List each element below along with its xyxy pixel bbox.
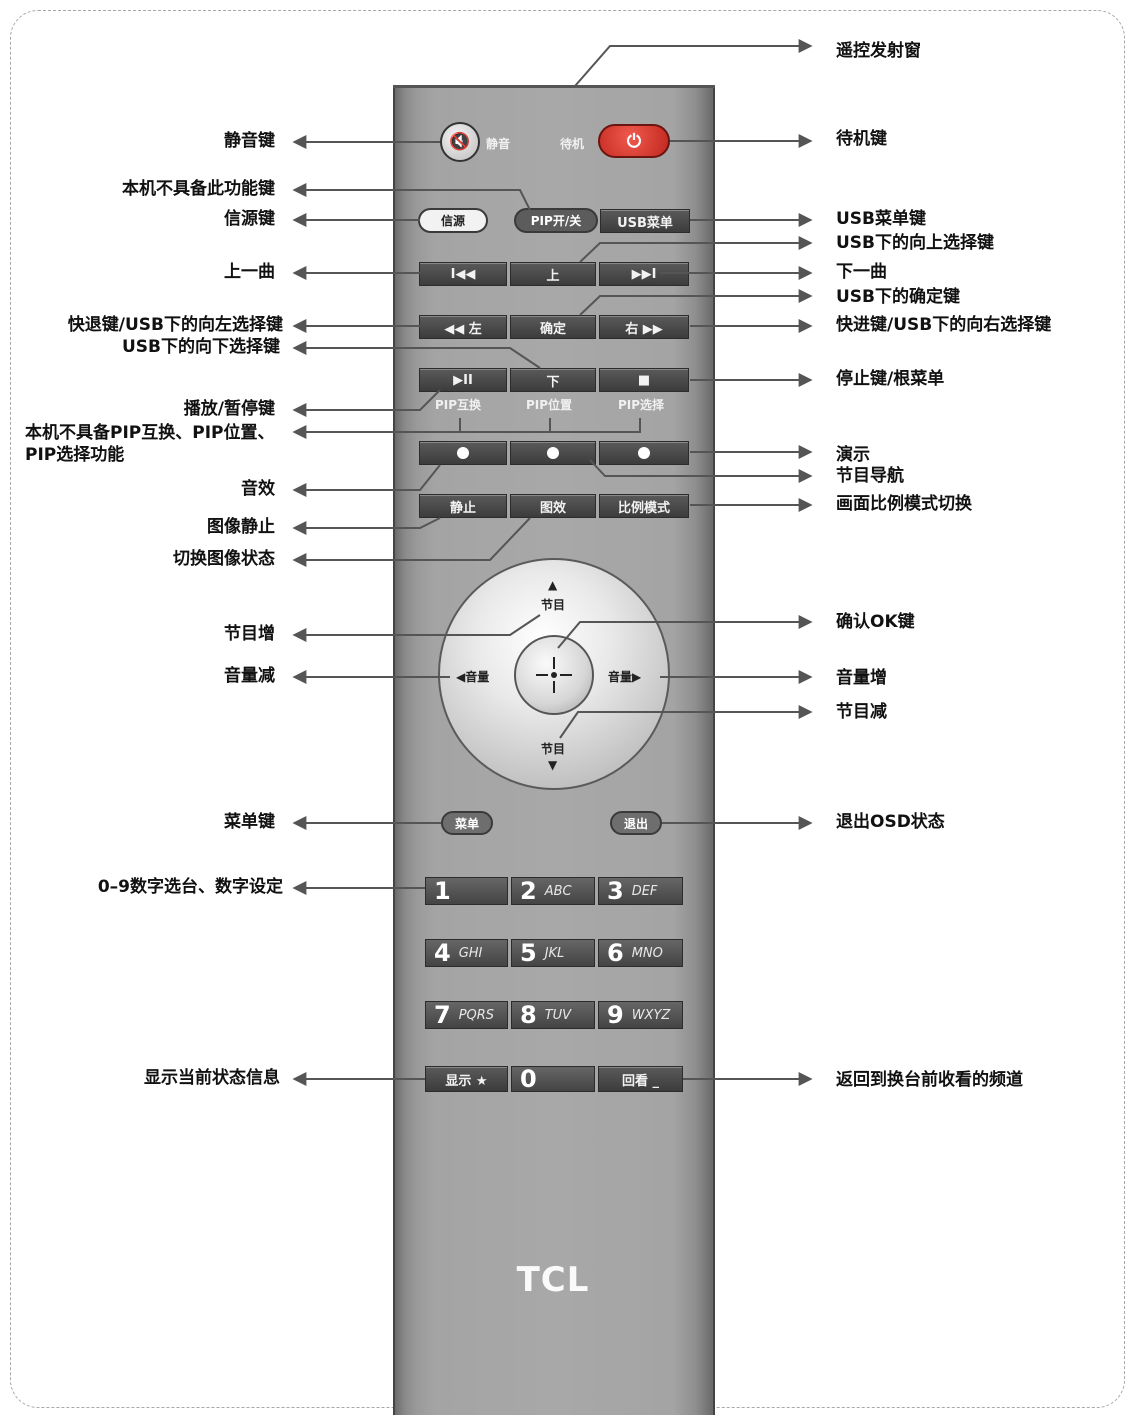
pip-position-label: PIP位置 [526, 398, 573, 412]
label-exit-osd: 退出OSD状态 [836, 812, 945, 832]
picture-mode-button[interactable]: 图效 [510, 494, 596, 518]
volume-down-label: ◀音量 [456, 670, 490, 684]
label-channel-down: 节目减 [836, 702, 887, 722]
label-mute: 静音键 [224, 131, 275, 151]
label-usb-ok: USB下的确定键 [836, 287, 961, 307]
volume-up-label: 音量▶ [608, 670, 642, 684]
crosshair-icon [536, 657, 572, 693]
next-track-button[interactable]: ▶▶I [599, 262, 689, 286]
down-button[interactable]: 下 [510, 368, 596, 392]
usb-menu-button[interactable]: USB菜单 [600, 209, 690, 233]
sound-effect-button[interactable] [419, 441, 507, 465]
usb-ok-button[interactable]: 确定 [510, 315, 596, 339]
label-demo: 演示 [836, 445, 870, 465]
label-epg: 节目导航 [836, 466, 904, 486]
label-source: 信源键 [224, 209, 275, 229]
label-usb-menu: USB菜单键 [836, 209, 927, 229]
speaker-mute-icon: 🔇 [449, 132, 471, 152]
label-ok: 确认OK键 [836, 612, 915, 632]
label-pip-no-function-1: 本机不具备PIP互换、PIP位置、 [25, 423, 275, 443]
recall-button[interactable]: 回看 _ [598, 1066, 683, 1092]
freeze-button[interactable]: 静止 [419, 494, 507, 518]
pip-select-label: PIP选择 [618, 398, 665, 412]
label-menu: 菜单键 [224, 812, 275, 832]
label-freeze: 图像静止 [207, 517, 275, 537]
mute-text: 静音 [486, 137, 511, 151]
label-usb-up: USB下的向上选择键 [836, 233, 995, 253]
epg-button[interactable] [510, 441, 596, 465]
label-recall: 返回到换台前收看的频道 [836, 1070, 1023, 1090]
play-pause-button[interactable]: ▶II [419, 368, 507, 392]
mute-button[interactable]: 🔇 [440, 122, 480, 162]
up-button[interactable]: 上 [510, 262, 596, 286]
fast-forward-button[interactable]: 右 ▶▶ [599, 315, 689, 339]
display-button[interactable]: 显示 ★ [425, 1066, 508, 1092]
label-no-function: 本机不具备此功能键 [122, 179, 275, 199]
tcl-logo: TCL [516, 1260, 590, 1300]
label-pip-no-function-2: PIP选择功能 [25, 445, 125, 465]
ok-button[interactable] [514, 635, 594, 715]
pip-onoff-button[interactable]: PIP开/关 [514, 208, 598, 233]
aspect-ratio-button[interactable]: 比例模式 [599, 494, 689, 518]
label-digits: 0–9数字选台、数字设定 [97, 877, 283, 897]
dot-icon [547, 447, 559, 459]
label-ir-window: 遥控发射窗 [836, 41, 921, 61]
standby-button[interactable]: ⏻ [598, 124, 670, 158]
label-fast-forward: 快进键/USB下的向右选择键 [836, 315, 1052, 335]
dot-icon [457, 447, 469, 459]
label-volume-up: 音量增 [836, 668, 887, 688]
label-next-track: 下一曲 [836, 262, 887, 282]
source-button[interactable]: 信源 [418, 208, 488, 233]
channel-up-label: 节目 [541, 598, 566, 612]
label-prev-track: 上一曲 [224, 262, 275, 282]
demo-button[interactable] [599, 441, 689, 465]
down-arrow-icon: ▼ [548, 758, 558, 772]
label-volume-down: 音量减 [224, 666, 275, 686]
label-stop: 停止键/根菜单 [836, 369, 945, 389]
channel-down-label: 节目 [541, 742, 566, 756]
label-standby: 待机键 [836, 129, 887, 149]
prev-track-button[interactable]: I◀◀ [419, 262, 507, 286]
label-display-info: 显示当前状态信息 [144, 1068, 280, 1088]
label-usb-down: USB下的向下选择键 [121, 337, 280, 357]
stop-button[interactable]: ■ [599, 368, 689, 392]
menu-button[interactable]: 菜单 [441, 811, 493, 835]
label-channel-up: 节目增 [224, 624, 275, 644]
label-rewind: 快退键/USB下的向左选择键 [67, 315, 283, 335]
label-aspect: 画面比例模式切换 [836, 494, 972, 514]
standby-text: 待机 [560, 137, 585, 151]
dot-icon [638, 447, 650, 459]
power-icon: ⏻ [626, 130, 642, 152]
up-arrow-icon: ▲ [548, 578, 558, 592]
ir-window [393, 85, 715, 89]
label-play-pause: 播放/暂停键 [183, 399, 275, 419]
label-sound-effect: 音效 [241, 479, 275, 499]
num-key-1[interactable]: 1 [425, 877, 508, 905]
pip-swap-label: PIP互换 [435, 398, 482, 412]
rewind-button[interactable]: ◀◀ 左 [419, 315, 507, 339]
exit-button[interactable]: 退出 [610, 811, 662, 835]
label-picture-mode: 切换图像状态 [173, 549, 275, 569]
num-key-0[interactable]: 0 [511, 1065, 595, 1093]
